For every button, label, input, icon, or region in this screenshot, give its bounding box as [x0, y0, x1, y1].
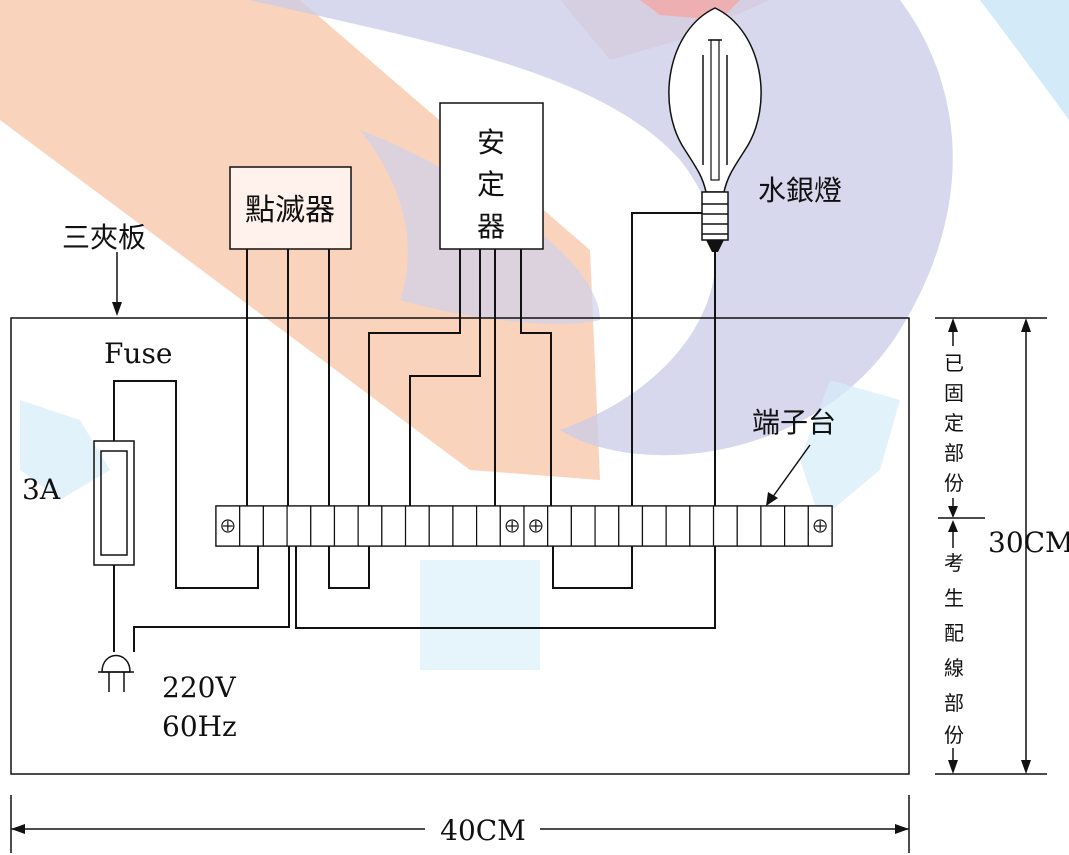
terminal-cell: [476, 505, 501, 547]
terminal-cell: [428, 505, 454, 547]
terminal-cell: [333, 505, 359, 547]
terminal-cell: [262, 505, 288, 547]
ballast-label-2: 定: [477, 168, 505, 201]
ballast-label-3: 器: [477, 210, 505, 243]
watermark-cyan-corner: [980, 0, 1069, 120]
supply-voltage-label: 220V: [162, 671, 236, 704]
lamp-label: 水銀燈: [758, 174, 842, 207]
terminal-cell: [286, 505, 312, 547]
terminal-cell: [665, 505, 691, 547]
terminal-cell: [618, 505, 644, 547]
terminal-cell: [547, 505, 572, 547]
terminal-cell: [570, 505, 596, 547]
fixed-part-label-1: 已: [944, 351, 964, 375]
terminal-cell: [594, 505, 620, 547]
watermark-cyan-left: [20, 400, 110, 500]
mercury-lamp-icon: [668, 7, 762, 252]
flasher-box: [229, 166, 352, 250]
terminal-cell: [736, 505, 762, 547]
fixed-part-label-4: 部: [944, 441, 964, 465]
terminal-cell: [357, 505, 383, 547]
terminal-cell: [239, 505, 264, 547]
terminal-cells: [215, 505, 833, 547]
terminal-cell: [712, 505, 738, 547]
terminal-block-pointer: [771, 444, 811, 499]
width-dimension: [10, 795, 910, 853]
watermark-blue-arc: [250, 0, 953, 456]
watermark-cyan-center: [420, 560, 540, 670]
plug-icon: [98, 654, 134, 692]
flasher-label: 點滅器: [245, 193, 335, 228]
terminal-cell: [310, 505, 336, 547]
fixed-part-label-5: 份: [944, 471, 964, 495]
wiring-part-label-3: 配: [944, 621, 964, 645]
height-label: 30CM: [988, 526, 1069, 559]
fuse-element: [100, 450, 128, 556]
terminal-block-pointer-head: [766, 492, 778, 506]
wiring-part-label-6: 份: [944, 723, 964, 747]
supply-frequency-label: 60Hz: [162, 710, 237, 743]
wiring-part-label-1: 考: [944, 551, 964, 575]
terminal-cell: [760, 505, 786, 547]
terminal-cell: [641, 505, 667, 547]
terminal-cell: [784, 505, 809, 547]
terminal-cell: [381, 505, 407, 547]
ballast-label-1: 安: [477, 126, 505, 159]
terminal-block-label: 端子台: [752, 406, 836, 439]
watermark-cyan-right: [800, 380, 900, 520]
terminal-cell: [452, 505, 478, 547]
ballast-box: [439, 102, 544, 250]
fuse-label: Fuse: [104, 337, 172, 370]
terminal-cell: [689, 505, 715, 547]
plywood-label: 三夾板: [62, 221, 146, 254]
wiring-part-label-2: 生: [944, 586, 964, 610]
wiring: [113, 212, 716, 652]
terminal-block: [215, 505, 833, 547]
width-label: 40CM: [440, 814, 526, 847]
fuse-rating-label: 3A: [22, 473, 61, 506]
height-dimension: [935, 317, 1047, 775]
wiring-part-label-5: 部: [944, 691, 964, 715]
fixed-part-label-3: 定: [944, 411, 964, 435]
plywood-arrow-head: [112, 302, 122, 316]
fixed-part-label-2: 固: [944, 381, 964, 405]
wiring-part-label-4: 線: [944, 656, 964, 680]
terminal-cell: [404, 505, 430, 547]
